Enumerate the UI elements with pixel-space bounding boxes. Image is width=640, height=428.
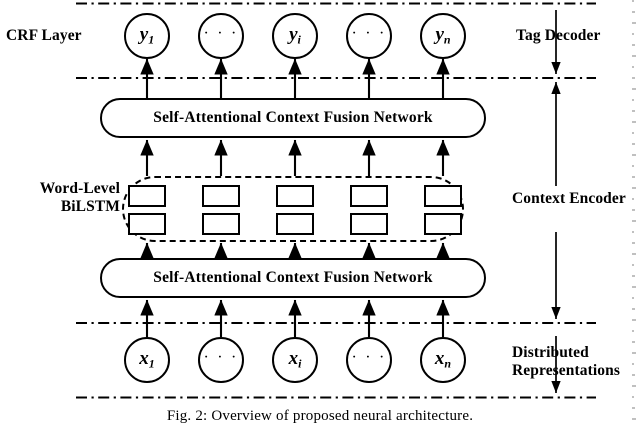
node-label: y1 bbox=[139, 23, 155, 47]
node-y-dots-1: · · · bbox=[198, 13, 244, 59]
label-word-level-bilstm: Word-Level BiLSTM bbox=[0, 180, 120, 216]
label-distributed-line1: Distributed bbox=[512, 344, 589, 361]
block-fusion-network-upper-label: Self-Attentional Context Fusion Network bbox=[153, 109, 433, 126]
block-fusion-network-lower-label: Self-Attentional Context Fusion Network bbox=[153, 269, 433, 286]
label-context-encoder: Context Encoder bbox=[512, 190, 626, 207]
node-label: xn bbox=[434, 347, 452, 371]
lstm-cell-backward-1 bbox=[128, 185, 166, 207]
page-edge-artifact bbox=[626, 0, 640, 428]
node-x-1: x1 bbox=[124, 337, 170, 383]
node-y-1: y1 bbox=[124, 13, 170, 59]
node-x-i: xi bbox=[272, 337, 318, 383]
lstm-cell-backward-4 bbox=[350, 185, 388, 207]
figure-caption: Fig. 2: Overview of proposed neural arch… bbox=[166, 408, 474, 424]
label-tag-decoder: Tag Decoder bbox=[516, 27, 601, 44]
lstm-cell-forward-2 bbox=[202, 213, 240, 235]
node-y-dots-2: · · · bbox=[346, 13, 392, 59]
ellipsis-icon: · · · bbox=[351, 25, 387, 42]
node-label: xi bbox=[288, 347, 302, 371]
node-x-dots-2: · · · bbox=[346, 337, 392, 383]
lstm-cell-forward-5 bbox=[424, 213, 462, 235]
block-fusion-network-lower: Self-Attentional Context Fusion Network bbox=[100, 258, 486, 298]
label-crf-layer: CRF Layer bbox=[6, 27, 82, 44]
lstm-cell-forward-3 bbox=[276, 213, 314, 235]
label-distributed-line2: Representations bbox=[512, 361, 620, 379]
ellipsis-icon: · · · bbox=[351, 349, 387, 366]
block-fusion-network-upper: Self-Attentional Context Fusion Network bbox=[100, 98, 486, 138]
label-word-level-line1: Word-Level bbox=[39, 180, 120, 197]
ellipsis-icon: · · · bbox=[203, 25, 239, 42]
lstm-cell-backward-3 bbox=[276, 185, 314, 207]
lstm-cell-backward-2 bbox=[202, 185, 240, 207]
node-label: x1 bbox=[139, 347, 155, 371]
node-label: yi bbox=[289, 23, 301, 47]
label-word-level-line2: BiLSTM bbox=[60, 197, 120, 215]
node-label: yn bbox=[435, 23, 451, 47]
node-y-n: yn bbox=[420, 13, 466, 59]
ellipsis-icon: · · · bbox=[203, 349, 239, 366]
node-x-n: xn bbox=[420, 337, 466, 383]
lstm-cell-forward-1 bbox=[128, 213, 166, 235]
lstm-cell-backward-5 bbox=[424, 185, 462, 207]
lstm-cell-forward-4 bbox=[350, 213, 388, 235]
node-y-i: yi bbox=[272, 13, 318, 59]
node-x-dots-1: · · · bbox=[198, 337, 244, 383]
label-distributed-representations: Distributed Representations bbox=[512, 344, 640, 380]
